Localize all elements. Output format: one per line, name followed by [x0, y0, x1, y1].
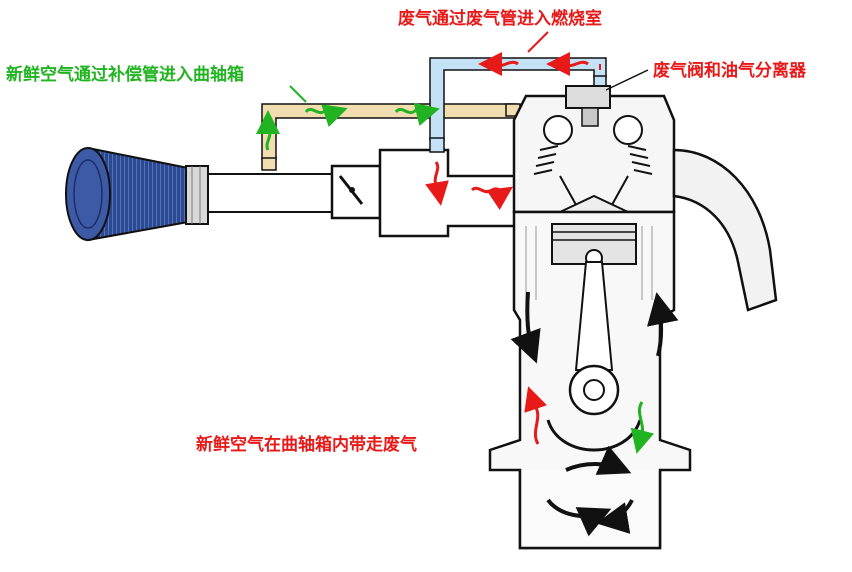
piston-icon [552, 224, 636, 266]
fresh-air-pipe-label: 新鲜空气通过补偿管进入曲轴箱 [6, 60, 244, 85]
air-filter-icon [66, 148, 208, 240]
valve-label-pointer [606, 70, 648, 90]
engine-cross-section-icon [490, 86, 776, 548]
oil-pan-icon [520, 470, 660, 548]
fresh-label-pointer [290, 86, 306, 102]
valve-separator-label: 废气阀和油气分离器 [653, 56, 806, 81]
intake-duct [208, 150, 520, 236]
pcv-valve-icon [566, 86, 610, 108]
exhaust-pipe-label: 废气通过废气管进入燃烧室 [398, 4, 602, 29]
exhaust-label-pointer [528, 32, 548, 52]
crankcase-flow-label: 新鲜空气在曲轴箱内带走废气 [196, 430, 417, 455]
